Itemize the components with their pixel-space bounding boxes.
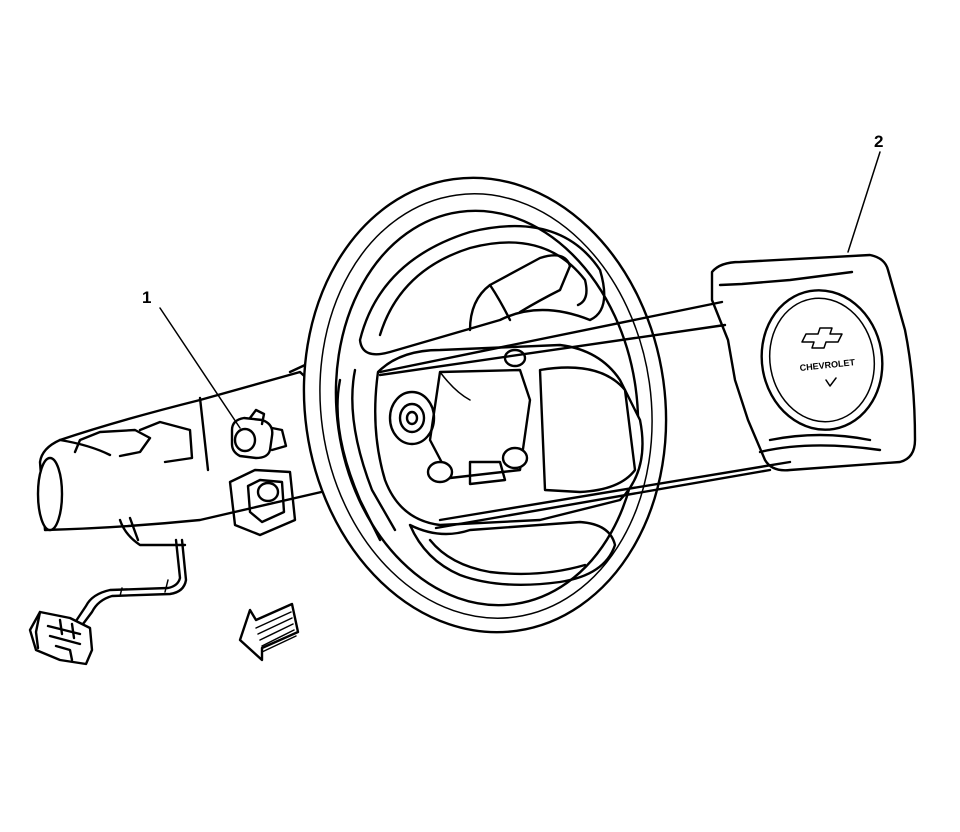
callout-number-2: 2 (874, 132, 883, 151)
arrow-down-left-icon (238, 602, 300, 662)
steering-wheel (302, 176, 668, 634)
inflatable-restraint-module: CHEVROLET (710, 253, 917, 472)
bowtie-logo-icon (801, 327, 843, 349)
steering-column (36, 363, 342, 547)
callout-2: 2 (847, 132, 883, 253)
callout-number-1: 1 (142, 288, 151, 307)
wiring-connector (28, 610, 94, 666)
wiring-harness (72, 538, 188, 630)
alignment-guide-lines (378, 300, 792, 530)
callout-1: 1 (142, 288, 241, 429)
ignition-lock-cylinder (230, 408, 288, 460)
